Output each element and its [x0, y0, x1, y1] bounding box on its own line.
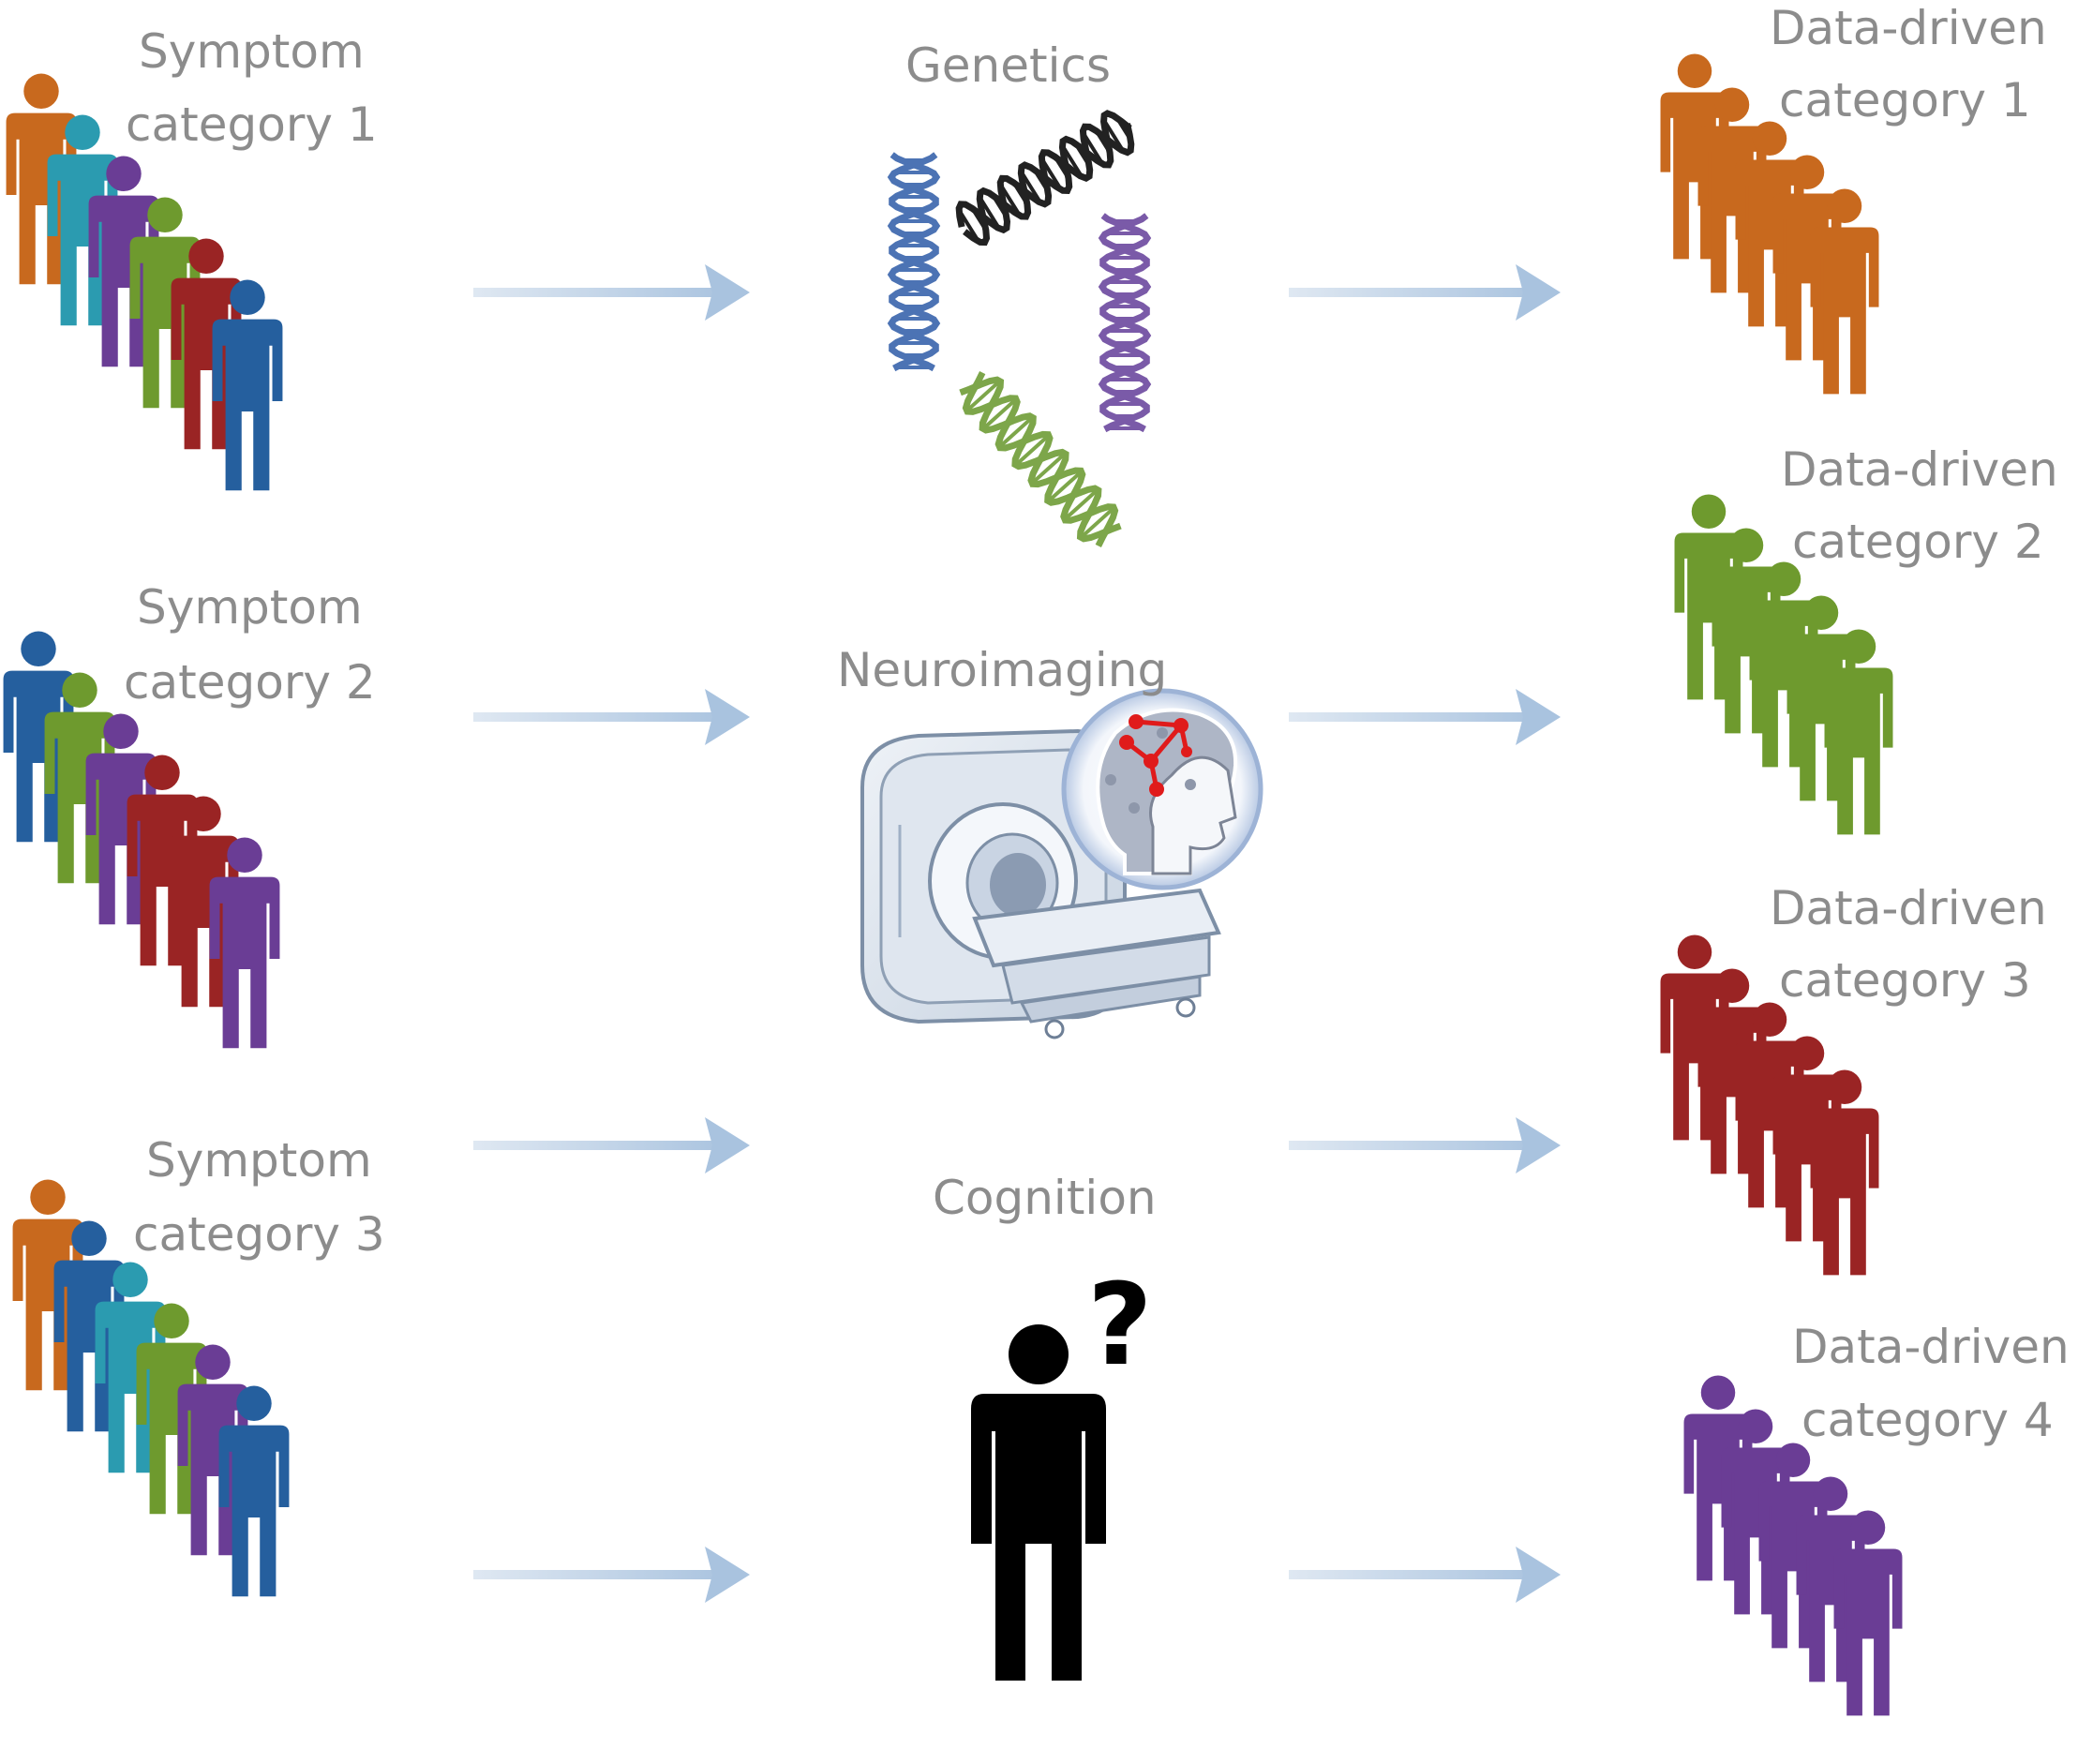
symptom-label-3-line2: category 3 — [133, 1207, 385, 1262]
data-driven-label-4-line2: category 4 — [1801, 1393, 2054, 1447]
dna-strand-icon — [959, 371, 1122, 547]
neuroimaging-label: Neuroimaging — [837, 643, 1168, 697]
dna-strand-icon — [887, 152, 941, 372]
dna-strand-icon — [955, 110, 1135, 247]
arrow-right-icon — [1289, 689, 1561, 745]
arrow-right-icon — [1289, 1117, 1561, 1174]
genetics-label: Genetics — [905, 38, 1111, 93]
data-driven-label-1-line1: Data-driven — [1770, 1, 2047, 55]
flow-arrows — [473, 264, 1561, 1603]
cognition-label: Cognition — [933, 1171, 1157, 1225]
arrow-right-icon — [473, 689, 750, 745]
symptom-groups — [3, 73, 290, 1597]
data-driven-label-2-line2: category 2 — [1792, 515, 2044, 569]
thinking-person-icon — [971, 1324, 1106, 1681]
data-driven-label-2-line1: Data-driven — [1781, 442, 2058, 497]
arrow-right-icon — [473, 264, 750, 321]
question-mark-icon: ? — [1087, 1261, 1153, 1391]
data-driven-label-3-line1: Data-driven — [1770, 881, 2047, 935]
symptom-label-1-line2: category 1 — [126, 97, 378, 152]
data-driven-label-4-line1: Data-driven — [1792, 1320, 2070, 1374]
data-driven-label-1-line2: category 1 — [1779, 73, 2031, 127]
arrow-right-icon — [473, 1547, 750, 1603]
data-driven-label-3-line2: category 3 — [1779, 953, 2031, 1008]
brain-network-icon — [1061, 688, 1263, 890]
dna-helix-icon — [887, 110, 1152, 547]
symptom-label-3-line1: Symptom — [146, 1133, 372, 1188]
dna-strand-icon — [1098, 213, 1152, 433]
mri-scanner-icon — [860, 728, 1221, 1039]
arrow-right-icon — [1289, 264, 1561, 321]
arrow-right-icon — [1289, 1547, 1561, 1603]
arrow-right-icon — [473, 1117, 750, 1174]
symptom-label-2-line2: category 2 — [124, 655, 376, 710]
symptom-label-1-line1: Symptom — [139, 24, 365, 79]
symptom-label-2-line1: Symptom — [137, 580, 363, 635]
